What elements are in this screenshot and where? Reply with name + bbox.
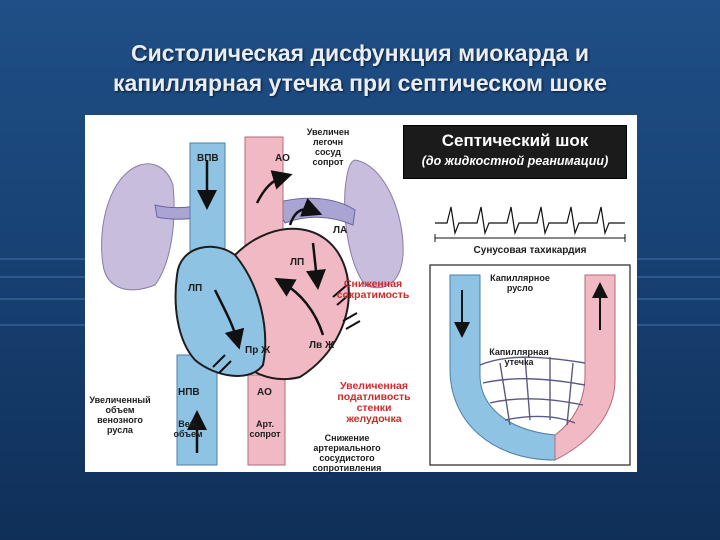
pulmonary-artery — [274, 197, 356, 226]
label-npv: НПВ — [178, 387, 200, 398]
left-lung — [101, 163, 175, 291]
label-lp-upper: ЛП — [290, 257, 305, 268]
slide-title: Систолическая дисфункция миокарда и капи… — [20, 38, 700, 98]
label-sinus-tachycardia: Сунусовая тахикардия — [473, 245, 587, 256]
label-ao-bottom: АО — [257, 387, 272, 398]
label-lv-zh: Лв Ж — [309, 340, 334, 351]
diagram-panel: Септический шок (до жидкостной реанимаци… — [85, 115, 637, 473]
septic-shock-box: Септический шок (до жидкостной реанимаци… — [403, 125, 627, 179]
box-line-1: Септический шок — [441, 131, 589, 150]
label-ao-top: АО — [275, 153, 290, 164]
label-la: ЛА — [333, 225, 348, 236]
capillary-mesh — [479, 356, 586, 426]
label-lp-left: ЛП — [188, 283, 203, 294]
ecg-trace — [435, 206, 625, 236]
label-art-resistance: Арт.сопрот — [249, 419, 281, 439]
title-line-1: Систолическая дисфункция миокарда и — [130, 40, 589, 66]
label-ven-volume: Вен.объем — [173, 419, 203, 439]
title-line-2: капиллярная утечка при септическом шоке — [113, 70, 607, 96]
label-vpv: ВПВ — [197, 153, 219, 164]
right-lung — [344, 159, 404, 289]
heart-diagram-svg — [101, 136, 631, 466]
box-line-2: (до жидкостной реанимации) — [421, 154, 609, 168]
label-pr-zh: Пр Ж — [245, 345, 271, 356]
